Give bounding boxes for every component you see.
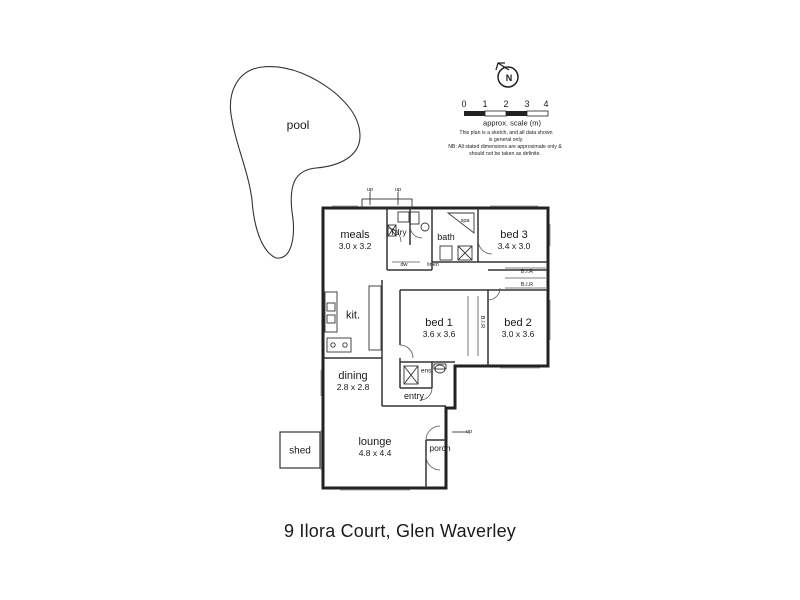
room-meals-dims: 3.0 x 3.2	[338, 240, 372, 251]
bir-label-3: B.I.R	[479, 315, 486, 329]
room-bed1-dims: 3.6 x 3.6	[422, 328, 456, 339]
door-swings	[386, 225, 501, 471]
wet-area-fixtures	[387, 211, 475, 385]
room-lounge: lounge 4.8 x 4.4	[358, 436, 391, 458]
step-up-label-3: up	[465, 428, 473, 435]
room-porch-name: porch	[429, 443, 451, 454]
windows	[320, 205, 551, 491]
building-walls	[321, 206, 550, 490]
step-up-label-1: up	[366, 186, 374, 193]
room-meals-name: meals	[340, 228, 370, 241]
room-dining: dining 2.8 x 2.8	[337, 370, 370, 392]
kitchen-fixtures	[324, 285, 382, 353]
scale-tick-0: 0	[461, 98, 467, 109]
step-up-label-2: up	[394, 186, 402, 193]
room-meals: meals 3.0 x 3.2	[339, 229, 372, 251]
scale-bar	[464, 110, 549, 117]
north-label: N	[505, 72, 513, 83]
scale-tick-4: 4	[543, 98, 549, 109]
room-bed2: bed 2 3.0 x 3.6	[502, 317, 535, 339]
pool-label: pool	[286, 118, 310, 133]
pool-outline	[230, 66, 361, 259]
bir-label-2: B.I.R	[520, 281, 534, 288]
property-address: 9 Ilora Court, Glen Waverley	[283, 521, 516, 541]
robe-lines	[392, 261, 546, 356]
room-bath-name: bath	[437, 231, 455, 242]
internal-walls	[323, 208, 548, 488]
bir-label-1: B.I.R	[520, 268, 534, 275]
room-entry-name: entry	[403, 390, 425, 401]
disclaimer-dimensions: NB: All stated dimensions are approximat…	[448, 144, 562, 157]
spa-label: spa	[460, 217, 470, 224]
linen-label: linen	[427, 261, 439, 268]
room-bed3-dims: 3.4 x 3.0	[497, 240, 531, 251]
scale-tick-1: 1	[482, 98, 488, 109]
north-arrow-icon	[495, 62, 519, 88]
shed-outline	[279, 431, 321, 469]
room-dining-dims: 2.8 x 2.8	[336, 381, 370, 392]
room-dining-name: dining	[338, 369, 368, 382]
room-bed1-name: bed 1	[425, 316, 453, 329]
scale-label: approx. scale (m)	[483, 118, 541, 128]
room-ensuite-name: ens.	[420, 367, 434, 375]
room-bed2-name: bed 2	[504, 316, 532, 329]
shed-label: shed	[289, 445, 311, 457]
disclaimer-sketch: This plan is a sketch, and all data show…	[459, 130, 553, 143]
scale-tick-3: 3	[524, 98, 530, 109]
room-kitchen-name: kit.	[345, 309, 361, 322]
room-lounge-dims: 4.8 x 4.4	[358, 447, 392, 458]
scale-tick-2: 2	[503, 98, 509, 109]
room-laundry-name: l'dry	[391, 227, 407, 238]
room-bed1: bed 1 3.6 x 3.6	[423, 317, 456, 339]
room-bed3: bed 3 3.4 x 3.0	[498, 229, 531, 251]
dishwasher-label: dw	[400, 261, 408, 268]
room-bed3-name: bed 3	[500, 228, 528, 241]
step-markers	[361, 192, 468, 433]
room-bed2-dims: 3.0 x 3.6	[501, 328, 535, 339]
room-lounge-name: lounge	[358, 435, 392, 448]
